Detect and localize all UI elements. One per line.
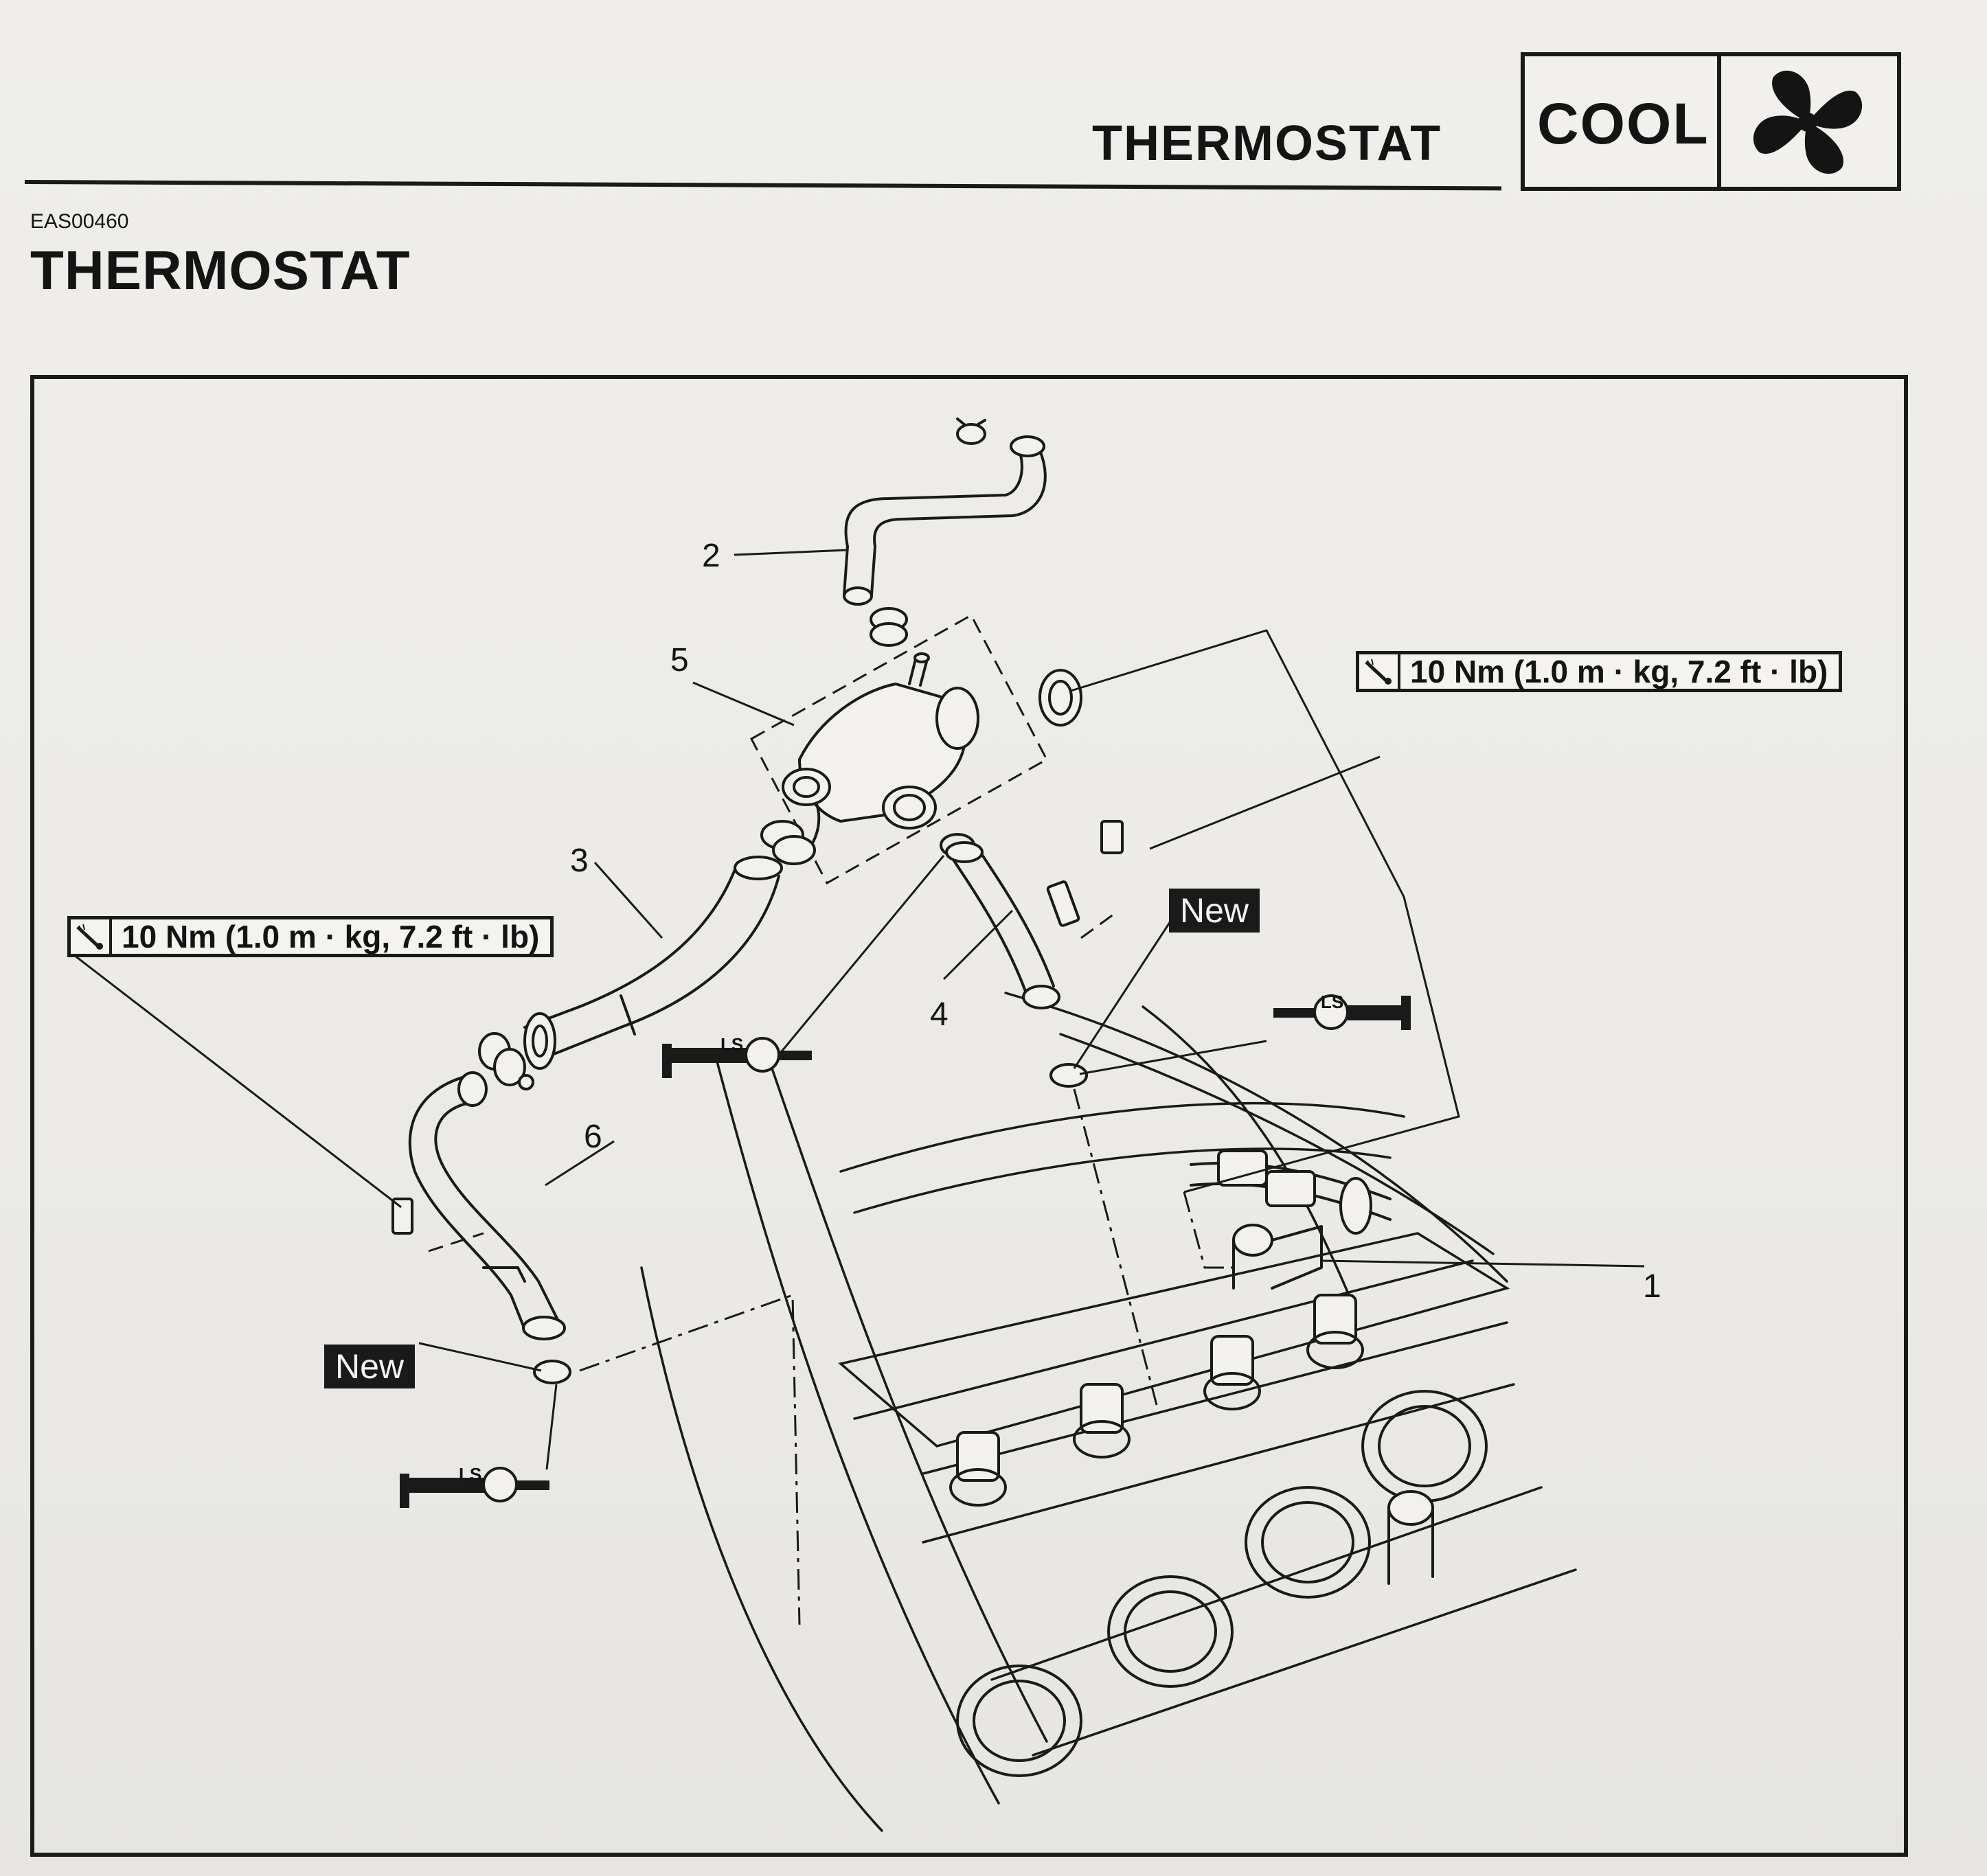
engine-cylinder-head xyxy=(640,992,1577,1832)
callout-3: 3 xyxy=(570,843,589,879)
lubricant-label: LS xyxy=(459,1464,482,1485)
document-code: EAS00460 xyxy=(30,210,129,233)
torque-spec-left: 10 Nm (1.0 m · kg, 7.2 ft · lb) xyxy=(67,916,554,957)
section-badge: COOL xyxy=(1521,52,1901,191)
callout-1: 1 xyxy=(1643,1268,1661,1305)
part-4-pipe xyxy=(945,820,1124,1088)
part-6-pipe xyxy=(391,1071,571,1384)
callout-5: 5 xyxy=(670,642,689,678)
leader-lines xyxy=(71,549,1645,1625)
lubricant-label: LS xyxy=(720,1034,744,1055)
torque-wrench-icon xyxy=(1359,652,1400,691)
lubricant-icons xyxy=(400,994,1411,1508)
thermostat-exploded-diagram: .ln { fill:none; stroke:#1a1a1a; stroke-… xyxy=(71,417,1645,1832)
part-2-pipe xyxy=(843,417,1047,647)
new-label: New xyxy=(1169,889,1260,933)
torque-spec-right: 10 Nm (1.0 m · kg, 7.2 ft · lb) xyxy=(1356,651,1843,692)
part-5-thermostat-housing xyxy=(749,613,1082,885)
lubricant-label: LS xyxy=(1321,992,1344,1012)
callout-6: 6 xyxy=(584,1119,602,1155)
badge-divider xyxy=(1717,56,1721,187)
new-label: New xyxy=(324,1345,416,1388)
header-title: THERMOSTAT xyxy=(1092,116,1442,171)
callout-4: 4 xyxy=(930,996,949,1033)
fan-icon xyxy=(1753,70,1863,174)
section-title: THERMOSTAT xyxy=(30,240,411,301)
callout-2: 2 xyxy=(702,538,720,574)
torque-spec-text: 10 Nm (1.0 m · kg, 7.2 ft · lb) xyxy=(122,919,540,954)
diagram-frame xyxy=(30,375,1908,1857)
torque-wrench-icon xyxy=(71,917,112,956)
part-3-hose xyxy=(478,856,783,1090)
torque-spec-text: 10 Nm (1.0 m · kg, 7.2 ft · lb) xyxy=(1410,654,1828,689)
badge-label: COOL xyxy=(1537,91,1710,156)
